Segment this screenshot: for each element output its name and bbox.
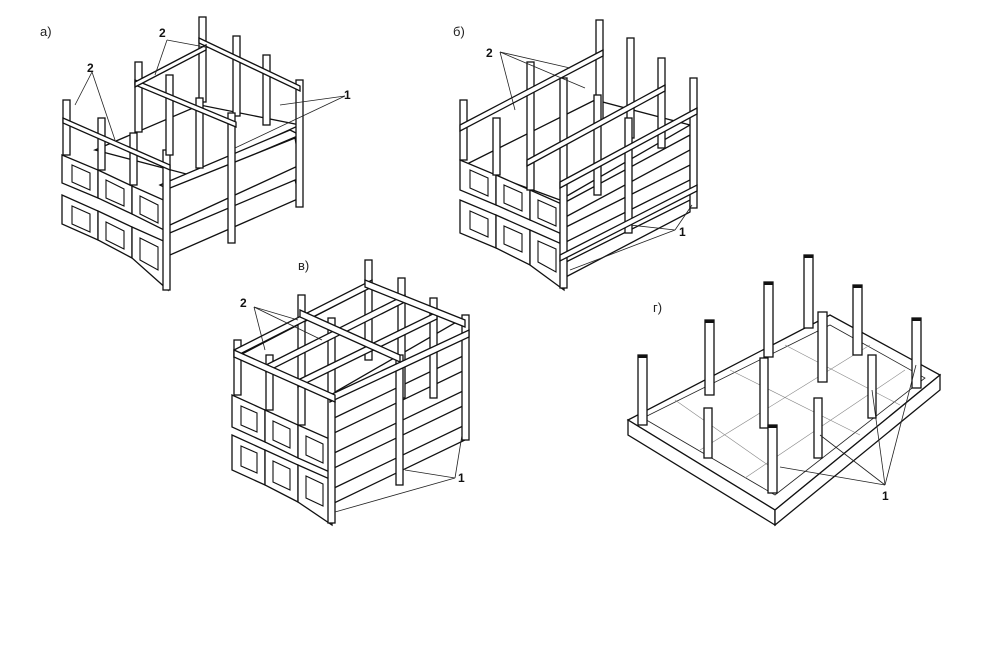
figure-v-label: в) <box>298 258 309 273</box>
beams-b <box>459 48 698 263</box>
callout-a-2-top: 2 <box>159 26 166 40</box>
figure-v: в) <box>231 258 470 527</box>
wall-blocks-b <box>459 159 565 292</box>
callout-a-2-left: 2 <box>87 61 94 75</box>
column-caps-g <box>638 255 921 428</box>
callout-v-2: 2 <box>240 296 247 310</box>
callout-g-1: 1 <box>882 489 889 503</box>
figure-a: а) <box>40 16 351 292</box>
beams-v <box>233 278 470 404</box>
columns-g <box>637 254 922 494</box>
wall-blocks-a <box>61 154 169 292</box>
figure-g: г) <box>626 254 942 527</box>
callout-b-1: 1 <box>679 225 686 239</box>
figure-b-label: б) <box>453 24 465 39</box>
callout-a-1: 1 <box>344 88 351 102</box>
figure-a-label: а) <box>40 24 52 39</box>
figure-g-label: г) <box>653 300 662 315</box>
wall-blocks-v <box>231 393 333 527</box>
beams-a <box>62 36 301 171</box>
figure-b: б) <box>453 19 698 292</box>
callout-v-1: 1 <box>458 471 465 485</box>
callout-b-2: 2 <box>486 46 493 60</box>
foundation-plate <box>626 314 942 527</box>
columns-a <box>62 16 304 291</box>
